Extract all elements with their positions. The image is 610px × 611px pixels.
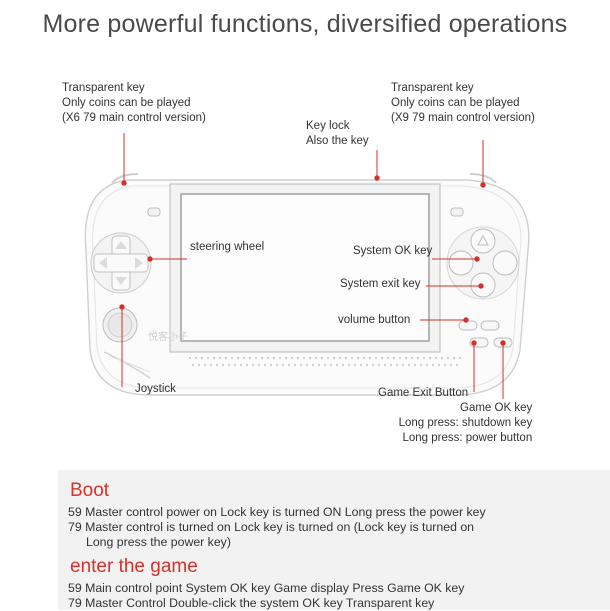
face-button-left: [448, 250, 474, 276]
label-line: Also the key: [306, 135, 369, 147]
label-steering-wheel: steering wheel: [190, 241, 265, 253]
label-volume-button: volume button: [338, 314, 411, 326]
label-line: Transparent key: [62, 82, 145, 94]
face-buttons: [446, 226, 520, 300]
enter-game-line-1: 59 Main control point System OK key Game…: [68, 581, 465, 595]
label-line: Long press: power button: [402, 432, 533, 444]
label-line: (X9 79 main control version): [391, 112, 535, 124]
label-system-exit-key: System exit key: [340, 278, 421, 290]
volume-pill-right: [480, 320, 500, 331]
joystick: [102, 307, 138, 343]
label-game-ok-key: Game OK key Long press: shutdown key Lon…: [396, 401, 533, 446]
label-line: Transparent key: [391, 82, 474, 94]
label-joystick: Joystick: [135, 383, 176, 395]
boot-line-3: Long press the power key): [86, 535, 231, 549]
screen: [180, 193, 430, 342]
boot-line-2: 79 Master control is turned on Lock key …: [68, 520, 475, 534]
enter-game-title: enter the game: [70, 556, 198, 577]
label-line: Long press: shutdown key: [398, 417, 533, 429]
left-speaker-curve: [103, 351, 151, 379]
page-heading: More powerful functions, diversified ope…: [42, 10, 568, 38]
left-top-small-button: [147, 207, 161, 217]
label-transparent-key-left: Transparent key Only coins can be played…: [62, 81, 206, 126]
left-shoulder-button: [111, 173, 139, 184]
right-shoulder-button: [469, 173, 497, 184]
label-line: Only coins can be played: [62, 97, 191, 109]
watermark: 悦客小子: [148, 330, 188, 343]
boot-title: Boot: [70, 480, 110, 501]
label-key-lock: Key lock Also the key: [306, 119, 369, 149]
label-line: Key lock: [306, 120, 350, 132]
boot-line-1: 59 Master control power on Lock key is t…: [68, 505, 486, 519]
label-transparent-key-right: Transparent key Only coins can be played…: [391, 81, 535, 126]
speaker-grille: [188, 356, 462, 367]
face-button-right: [492, 250, 518, 276]
callouts: [119, 133, 506, 399]
enter-game-line-2: 79 Master Control Double-click the syste…: [68, 596, 435, 610]
face-button-top: [470, 228, 496, 254]
console-diagram: 悦客小子: [84, 133, 530, 399]
label-game-exit-button: Game Exit Button: [378, 387, 469, 399]
label-line: (X6 79 main control version): [62, 112, 206, 124]
dpad: [90, 232, 152, 294]
label-line: Only coins can be played: [391, 97, 520, 109]
volume-pill-left: [458, 320, 478, 331]
instructions-panel: Boot 59 Master control power on Lock key…: [58, 470, 610, 610]
console-inner-edge: [91, 185, 522, 389]
label-line: Game OK key: [460, 402, 533, 414]
label-system-ok-key: System OK key: [353, 245, 433, 257]
right-top-small-button: [450, 207, 464, 217]
